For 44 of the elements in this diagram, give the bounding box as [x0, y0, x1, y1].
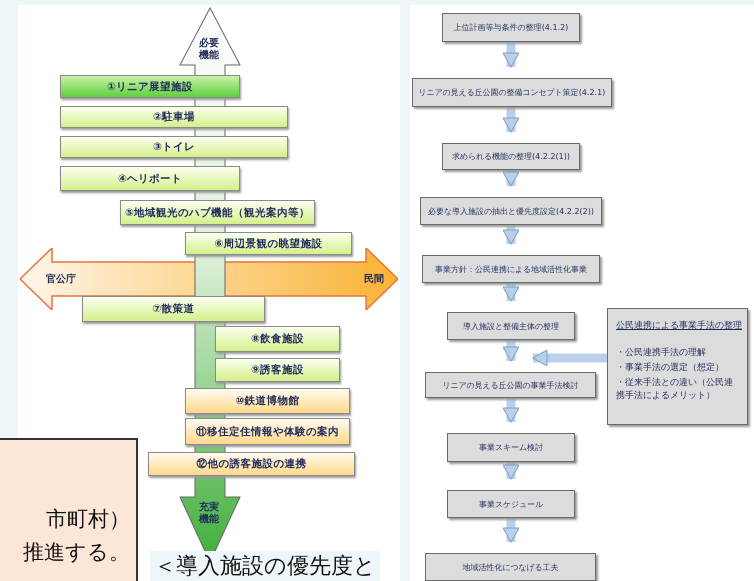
process-box: 事業スケジュール — [447, 490, 575, 518]
facility-bar: ③トイレ — [60, 136, 288, 158]
block-arrow — [502, 225, 520, 244]
arrow-label: 官公庁 — [46, 272, 76, 286]
block-arrow — [502, 107, 520, 132]
arrow-label: 民間 — [364, 273, 384, 286]
facility-bar: ②駐車場 — [60, 106, 288, 128]
facility-bar: ⑤地域観光のハブ機能（観光案内等） — [120, 200, 315, 225]
block-arrow — [502, 398, 520, 422]
block-arrow — [502, 170, 520, 186]
bullet-item: ・事業手法の選定（想定） — [616, 362, 725, 374]
process-box: 上位計画等与条件の整理(4.1.2) — [442, 13, 580, 42]
block-arrow — [502, 340, 520, 362]
block-arrow — [502, 462, 520, 480]
block-arrow — [502, 518, 520, 542]
facility-bar: ⑧飲食施設 — [215, 326, 340, 352]
facility-bar: ④ヘリポート — [60, 166, 240, 191]
arrow-label: 充実機能 — [199, 502, 220, 526]
facility-bar: ⑥周辺景観の眺望施設 — [185, 232, 352, 255]
arrow-label: 必要機能 — [199, 38, 220, 62]
facility-bar: ⑪移住定住情報や体験の案内 — [185, 418, 350, 445]
text-box — [0, 438, 138, 581]
facility-bar: ⑦散策道 — [82, 296, 265, 322]
process-box: 求められる機能の整理(4.2.2(1)) — [442, 143, 580, 170]
bullet-item: ・公民連携手法の理解 — [616, 346, 707, 359]
note-box — [607, 308, 748, 425]
process-box: リニアの見える丘公園の整備コンセプト策定(4.2.1) — [412, 78, 612, 107]
facility-bar: ⑨誘客施設 — [215, 358, 340, 382]
text-line: 市町村） — [46, 506, 130, 533]
bullet-item: ・従来手法との違い（公民連携手法によるメリット） — [616, 376, 734, 402]
block-arrow — [532, 350, 607, 366]
text-line: 推進する。 — [23, 539, 130, 566]
process-box: 事業方針：公民連携による地域活性化事業 — [422, 255, 600, 283]
facility-bar: ⑩鉄道博物館 — [185, 388, 350, 414]
process-box: リニアの見える丘公園の事業手法検討 — [425, 372, 596, 398]
caption-text: ＜導入施設の優先度と — [150, 551, 380, 581]
process-box: 地域活性化につなげる工夫 — [425, 553, 596, 581]
process-box: 必要な導入施設の抽出と優先度設定(4.2.2(2)) — [420, 197, 602, 225]
process-box: 導入施設と整備主体の整理 — [447, 312, 575, 340]
block-arrow — [502, 42, 520, 68]
block-arrow — [502, 283, 520, 302]
facility-bar: ⑫他の誘客施設の連携 — [148, 452, 355, 476]
facility-bar: ①リニア展望施設 — [60, 75, 240, 98]
process-box: 事業スキーム検討 — [447, 433, 575, 462]
